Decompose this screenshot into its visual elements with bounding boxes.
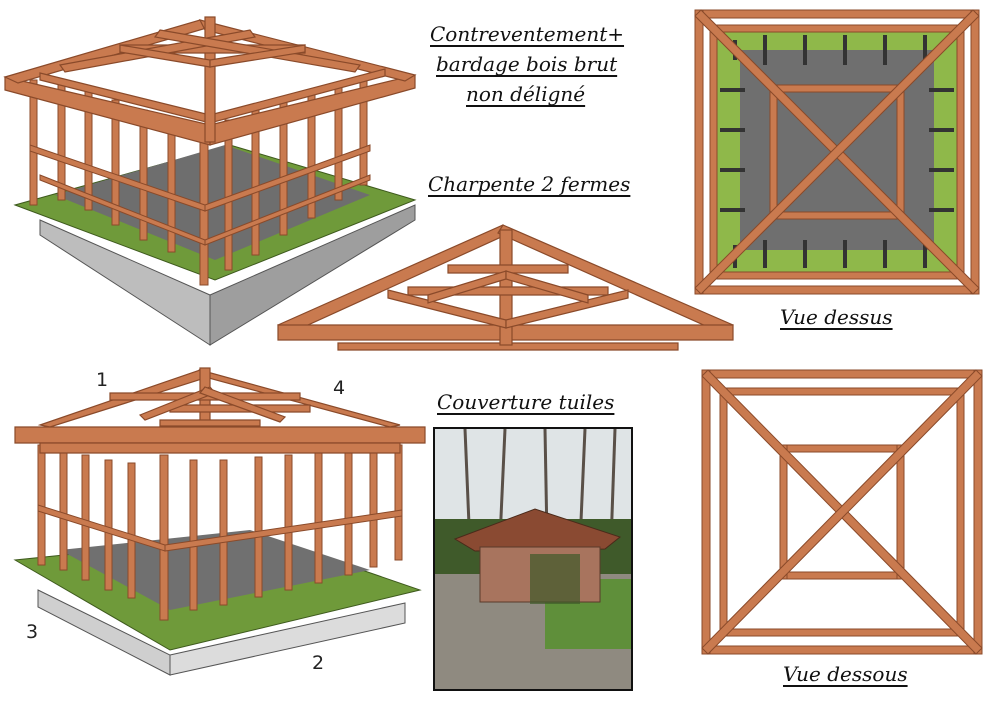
bracing-title-line-2: bardage bois brut bbox=[436, 52, 618, 76]
framed-pavilion-top-view-3d bbox=[3, 16, 417, 346]
top-view-label: Vue dessus bbox=[780, 305, 893, 329]
bottom-view-label: Vue dessous bbox=[783, 662, 908, 686]
bracing-title-line-3: non déligné bbox=[466, 82, 586, 106]
tiled-shed-photo bbox=[433, 427, 633, 691]
roof-tiles-title: Couverture tuiles bbox=[437, 390, 615, 414]
bottom-view-plan bbox=[701, 369, 983, 655]
roof-truss-drawing bbox=[277, 224, 734, 351]
corner-number-3: 3 bbox=[26, 621, 39, 643]
top-view-plan bbox=[694, 9, 980, 295]
corner-number-2: 2 bbox=[312, 652, 325, 674]
corner-number-4: 4 bbox=[333, 377, 346, 399]
truss-title: Charpente 2 fermes bbox=[428, 172, 631, 196]
bracing-title-line-1: Contreventement+ bbox=[430, 22, 625, 46]
framed-pavilion-with-roof-3d bbox=[13, 367, 426, 676]
corner-number-1: 1 bbox=[96, 369, 109, 391]
